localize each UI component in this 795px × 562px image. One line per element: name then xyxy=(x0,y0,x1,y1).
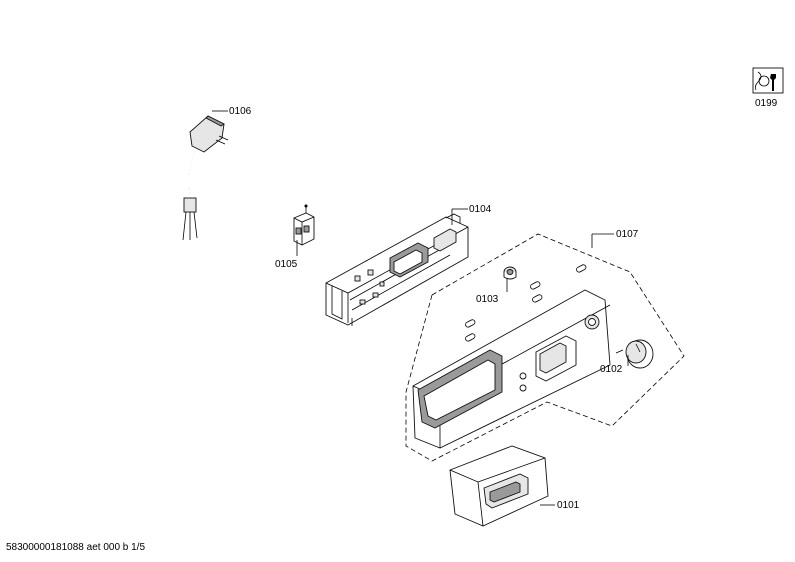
callout-0101: 0101 xyxy=(557,500,580,511)
control-panel-fascia xyxy=(412,264,611,449)
program-selector-knob xyxy=(615,339,654,369)
callout-0102: 0102 xyxy=(600,364,623,375)
callout-0104: 0104 xyxy=(469,204,492,215)
callout-0199: 0199 xyxy=(755,98,778,109)
power-cord xyxy=(182,115,229,241)
electronic-module xyxy=(325,213,469,326)
push-button-knob xyxy=(503,266,517,280)
wrench-manual-icon xyxy=(752,67,784,94)
callout-0105: 0105 xyxy=(275,259,298,270)
callout-0103: 0103 xyxy=(476,294,499,305)
callout-0107: 0107 xyxy=(616,229,639,240)
callout-0106: 0106 xyxy=(229,106,252,117)
connector-part xyxy=(293,204,315,246)
assembly-outline xyxy=(405,233,685,462)
document-id: 58300000181088 aet 000 b 1/5 xyxy=(6,542,146,553)
detergent-drawer-front xyxy=(449,445,549,527)
